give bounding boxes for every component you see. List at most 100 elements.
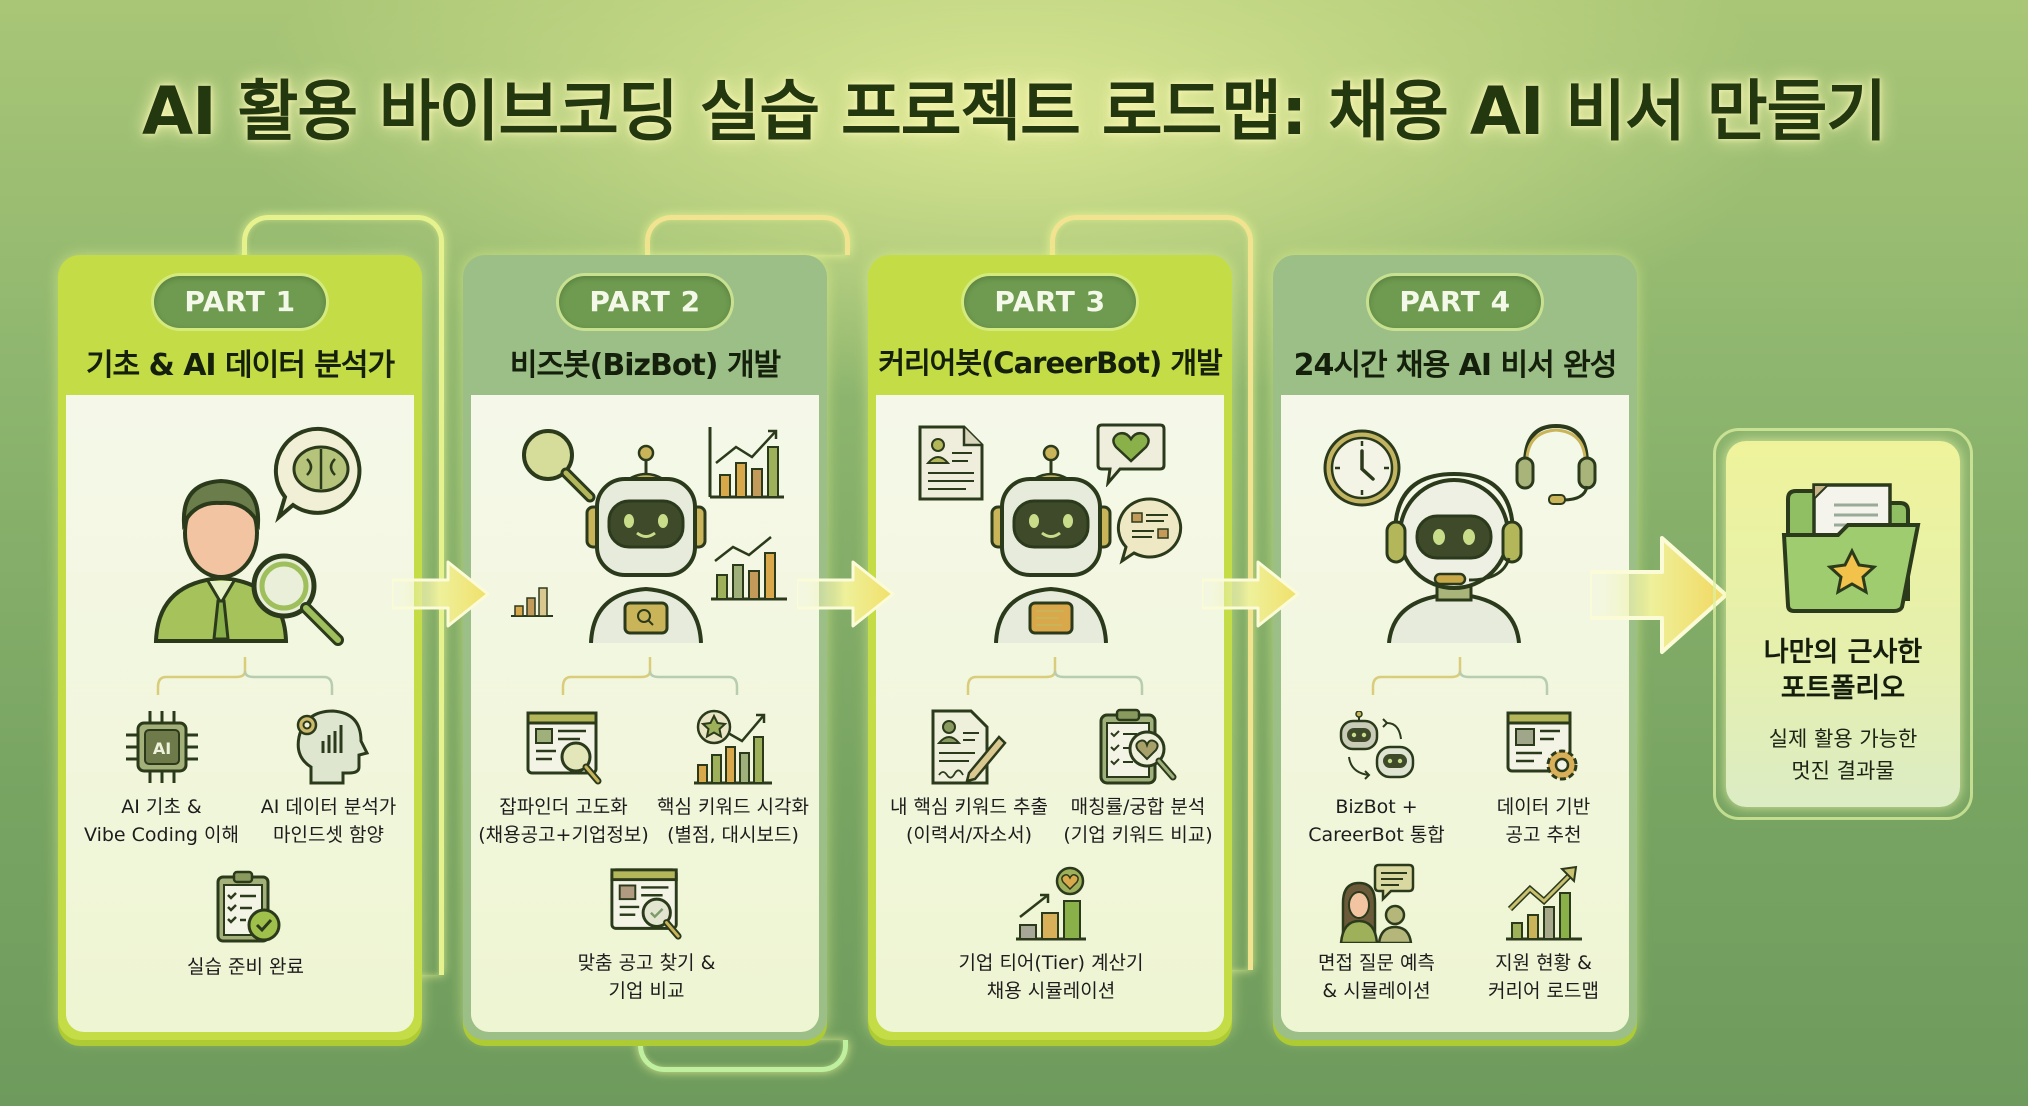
feature-keyword-extraction: 내 핵심 키워드 추출 (이력서/자소서)	[876, 695, 1062, 849]
feature-label-line2: 채용 시뮬레이션	[986, 980, 1116, 1002]
feature-matching-analysis: 매칭률/궁합 분석 (기업 키워드 비교)	[1048, 695, 1228, 849]
job-post-search-icon	[526, 711, 601, 785]
person-icon	[153, 478, 289, 643]
portfolio-card: 나만의 근사한 포트폴리오 실제 활용 가능한 멋진 결과물	[1713, 428, 1973, 820]
feature-data-recommendation: 데이터 기반 공고 추천	[1456, 695, 1631, 849]
magnifier-icon	[251, 553, 344, 646]
feature-label-line2: CareerBot 통합	[1308, 824, 1445, 846]
feature-label-line1: AI 기초 &	[121, 796, 202, 818]
part-badge: PART 3	[964, 276, 1136, 328]
ai-chip-icon: AI	[125, 711, 198, 783]
growth-chart-icon	[1505, 865, 1582, 941]
feature-bot-integration: BizBot + CareerBot 통합	[1289, 695, 1464, 849]
part-4-card: PART 4 24시간 채용 AI 비서 완성	[1273, 255, 1637, 1040]
part-subtitle: 비즈봇(BizBot) 개발	[509, 348, 781, 383]
branch-connector	[1371, 657, 1549, 695]
feature-label-line2: 커리어 로드맵	[1488, 980, 1599, 1002]
part-1-card: PART 1 기초 & AI 데이터 분석가	[58, 255, 422, 1040]
portfolio-title-line2: 포트폴리오	[1780, 673, 1906, 704]
feature-label-line1: 면접 질문 예측	[1318, 952, 1435, 974]
feature-label-line1: 기업 티어(Tier) 계산기	[958, 952, 1144, 974]
arrow-part3-to-part4	[1202, 560, 1300, 628]
resume-icon	[918, 425, 984, 501]
assistant-hero-illustration	[1281, 413, 1629, 643]
head-analytics-gear-icon	[296, 709, 369, 785]
feature-label-line2: 공고 추천	[1505, 824, 1582, 846]
portfolio-subtitle-line1: 실제 활용 가능한	[1768, 727, 1918, 751]
brain-speech-bubble-icon	[273, 426, 362, 523]
arrow-part4-to-portfolio	[1590, 536, 1728, 654]
arrow-part2-to-part3	[797, 560, 895, 628]
feature-label-line1: 데이터 기반	[1496, 796, 1591, 818]
part-3-card: PART 3 커리어봇(CareerBot) 개발	[868, 255, 1232, 1040]
feature-analyst-mindset: AI 데이터 분석가 마인드셋 함양	[241, 695, 416, 849]
resume-pen-icon	[931, 709, 1007, 785]
headset-robot-icon	[1385, 471, 1523, 643]
portfolio-subtitle: 실제 활용 가능한 멋진 결과물	[1726, 723, 1960, 787]
bizbot-hero-illustration	[471, 413, 819, 643]
job-post-check-icon	[609, 868, 682, 940]
feature-label-line1: 실습 준비 완료	[187, 956, 304, 978]
arrow-part1-to-part2	[392, 560, 490, 628]
feature-label-line2: (채용공고+기업정보)	[478, 824, 649, 846]
portfolio-subtitle-line2: 멋진 결과물	[1791, 759, 1895, 783]
star-folder-icon	[1781, 483, 1921, 613]
small-bar-chart-icon	[511, 587, 553, 617]
part-subtitle: 24시간 채용 AI 비서 완성	[1293, 348, 1618, 383]
part-badge: PART 1	[154, 276, 326, 328]
star-bar-chart-icon	[694, 709, 772, 785]
feature-label-line2: (이력서/자소서)	[905, 824, 1033, 846]
branch-connector	[561, 657, 739, 695]
feature-label-line1: 핵심 키워드 시각화	[657, 796, 809, 818]
portfolio-title: 나만의 근사한 포트폴리오	[1726, 635, 1960, 707]
feature-label-line2: 마인드셋 함양	[273, 824, 384, 846]
feature-label-line2: 기업 비교	[608, 980, 685, 1002]
part-subtitle: 커리어봇(CareerBot) 개발	[878, 346, 1222, 380]
feature-label-line1: 맞춤 공고 찾기 &	[577, 952, 716, 974]
analyst-hero-illustration	[66, 413, 414, 646]
magnifier-icon	[522, 429, 596, 503]
connector-loop-bottom-2	[638, 1040, 848, 1072]
clock-icon	[1323, 429, 1401, 507]
svg-text:AI: AI	[152, 739, 170, 758]
feature-label-line1: AI 데이터 분석가	[260, 796, 397, 818]
part-subtitle: 기초 & AI 데이터 분석가	[85, 348, 395, 383]
part-badge: PART 4	[1369, 276, 1541, 328]
robots-sync-icon	[1339, 711, 1414, 780]
part-badge: PART 2	[559, 276, 731, 328]
feature-jobfinder: 잡파인더 고도화 (채용공고+기업정보)	[471, 695, 656, 849]
branch-connector	[156, 657, 334, 695]
feature-career-roadmap: 지원 현황 & 커리어 로드맵	[1456, 851, 1631, 1005]
feature-ai-basics: AI AI 기초 & Vibe Coding 이해	[74, 695, 249, 849]
trend-chart-icon	[711, 536, 787, 601]
feature-keyword-visualization: 핵심 키워드 시각화 (별점, 대시보드)	[643, 695, 823, 849]
feature-label-line2: & 시뮬레이션	[1322, 980, 1431, 1002]
feature-tier-calculator: 기업 티어(Tier) 계산기 채용 시뮬레이션	[936, 851, 1166, 1005]
heart-bubble-icon	[1096, 423, 1166, 487]
portfolio-title-line1: 나만의 근사한	[1763, 637, 1923, 668]
feature-label-line2: (기업 키워드 비교)	[1063, 824, 1213, 846]
feature-label-line1: 지원 현황 &	[1495, 952, 1592, 974]
clipboard-check-icon	[216, 870, 280, 943]
page-title: AI 활용 바이브코딩 실습 프로젝트 로드맵: 채용 AI 비서 만들기	[141, 73, 1887, 150]
feature-label-line2: Vibe Coding 이해	[84, 824, 239, 846]
robot-icon	[990, 444, 1112, 643]
careerbot-hero-illustration	[876, 413, 1224, 643]
interview-icon	[1339, 863, 1414, 943]
job-post-gear-icon	[1506, 711, 1577, 781]
list-bubble-icon	[1116, 497, 1183, 565]
headset-icon	[1515, 423, 1597, 505]
feature-label-line1: 내 핵심 키워드 추출	[890, 796, 1048, 818]
feature-interview-prediction: 면접 질문 예측 & 시뮬레이션	[1289, 851, 1464, 1005]
feature-practice-ready: 실습 준비 완료	[158, 855, 333, 981]
clipboard-heart-search-icon	[1099, 708, 1177, 785]
feature-label-line2: (별점, 대시보드)	[667, 824, 799, 846]
tier-chart-heart-icon	[1016, 866, 1086, 941]
robot-icon	[585, 444, 707, 643]
branch-connector	[966, 657, 1144, 695]
feature-custom-job-search: 맞춤 공고 찾기 & 기업 비교	[559, 851, 734, 1005]
bar-chart-icon	[708, 427, 784, 499]
feature-label-line1: 잡파인더 고도화	[499, 796, 628, 818]
part-2-card: PART 2 비즈봇(BizBot) 개발	[463, 255, 827, 1040]
feature-label-line1: BizBot +	[1335, 796, 1418, 818]
